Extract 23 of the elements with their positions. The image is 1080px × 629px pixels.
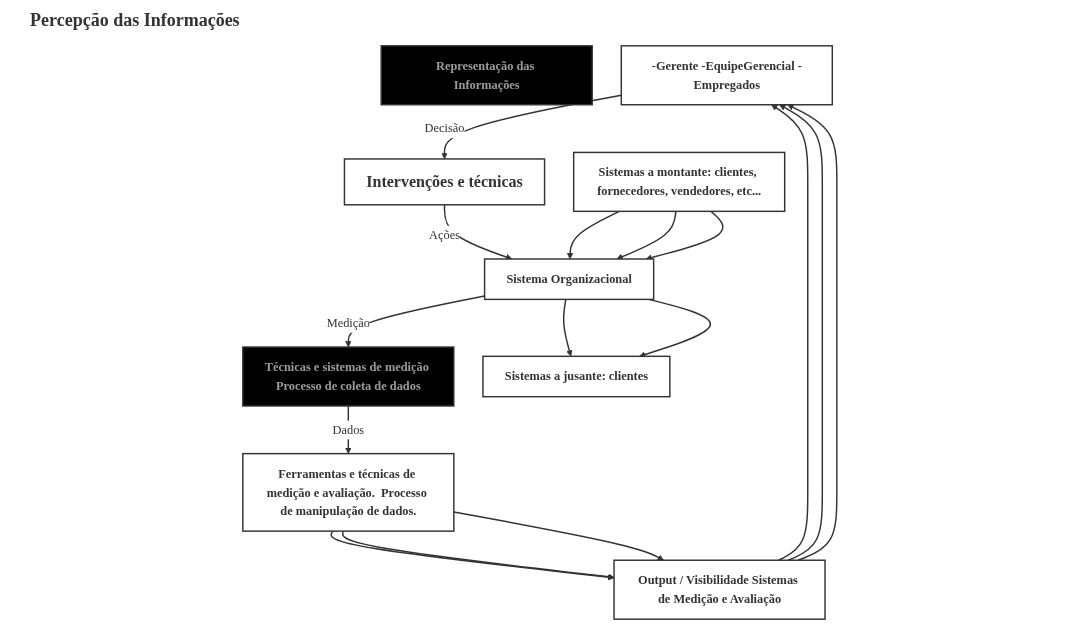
arrow [645,210,724,261]
section-heading: Percepção das Informações [30,9,240,31]
arrow [453,511,665,561]
node-box: Técnicas e sistemas de medição Processo de coleta de dados [242,346,455,407]
edge-label: Dados [332,422,365,437]
arrow [616,210,677,260]
node-box: Intervenções e técnicas [343,158,546,206]
arrow [787,104,838,561]
edge-label: Medição [326,316,371,330]
arrow [563,298,573,357]
node-box: -Gerente -EquipeGerencial -Empregados [620,45,834,106]
edge-label: Decisão [424,121,465,136]
node-box: Sistemas a montante: clientes, fornecedores, vendedores, etc... [573,151,786,213]
arrow [567,210,621,260]
arrow [639,298,712,358]
node-box: Representação das Informações [380,45,594,106]
edge-label: Ações [429,228,461,242]
node-box: Ferramentas e técnicas de medição e avaliação. Processo de manipulação de dados. [242,452,455,532]
arrow [779,104,824,561]
node-box: Sistemas a jusante: clientes [482,355,671,398]
arrow [771,104,809,561]
node-box: Output / Visibilidade Sistemas de Medição e Avaliação [613,559,826,620]
node-box: Sistema Organizacional [484,258,655,301]
